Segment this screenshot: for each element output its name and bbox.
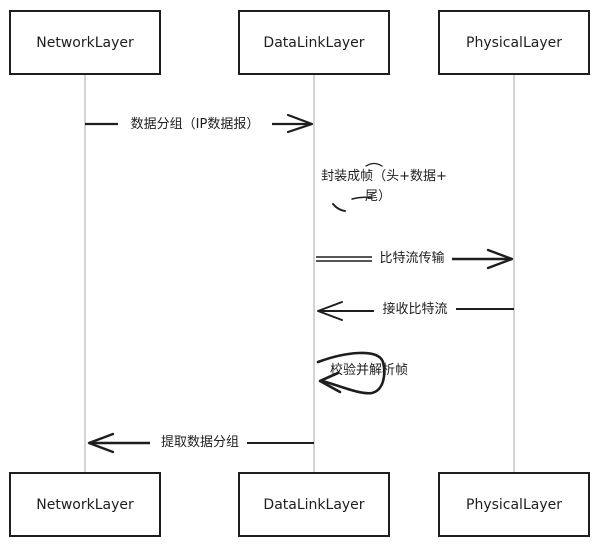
message-label: 数据分组（IP数据报）: [131, 117, 260, 132]
message-label: 校验并解析帧: [330, 362, 408, 378]
message-ip-datagram: 数据分组（IP数据报）: [85, 113, 314, 134]
participant-physical-top: PhysicalLayer: [438, 10, 590, 75]
message-label: 比特流传输: [379, 250, 444, 266]
participant-network-bottom: NetworkLayer: [9, 472, 161, 537]
participant-label: PhysicalLayer: [466, 35, 562, 51]
participant-network-top: NetworkLayer: [9, 10, 161, 75]
message-label: 接收比特流: [382, 301, 447, 317]
note-encapsulate-frame: 封装成帧（头+数据+ 尾）: [321, 162, 447, 212]
participant-datalink-bottom: DataLinkLayer: [238, 472, 390, 537]
participant-datalink-top: DataLinkLayer: [238, 10, 390, 75]
participant-label: NetworkLayer: [36, 35, 134, 51]
note-line: 尾）: [365, 189, 391, 204]
note-line: 封装成帧（头+数据+: [321, 169, 447, 184]
participant-label: DataLinkLayer: [263, 497, 364, 513]
message-validate-parse-frame: 校验并解析帧: [316, 351, 408, 395]
message-extract-packet: 提取数据分组: [87, 432, 314, 454]
participant-label: NetworkLayer: [36, 497, 134, 513]
participant-label: PhysicalLayer: [466, 497, 562, 513]
message-bitstream-transmit: 比特流传输: [316, 248, 514, 270]
message-label: 提取数据分组: [161, 434, 239, 450]
participant-label: DataLinkLayer: [263, 35, 364, 51]
message-receive-bitstream: 接收比特流: [317, 301, 514, 321]
participant-physical-bottom: PhysicalLayer: [438, 472, 590, 537]
